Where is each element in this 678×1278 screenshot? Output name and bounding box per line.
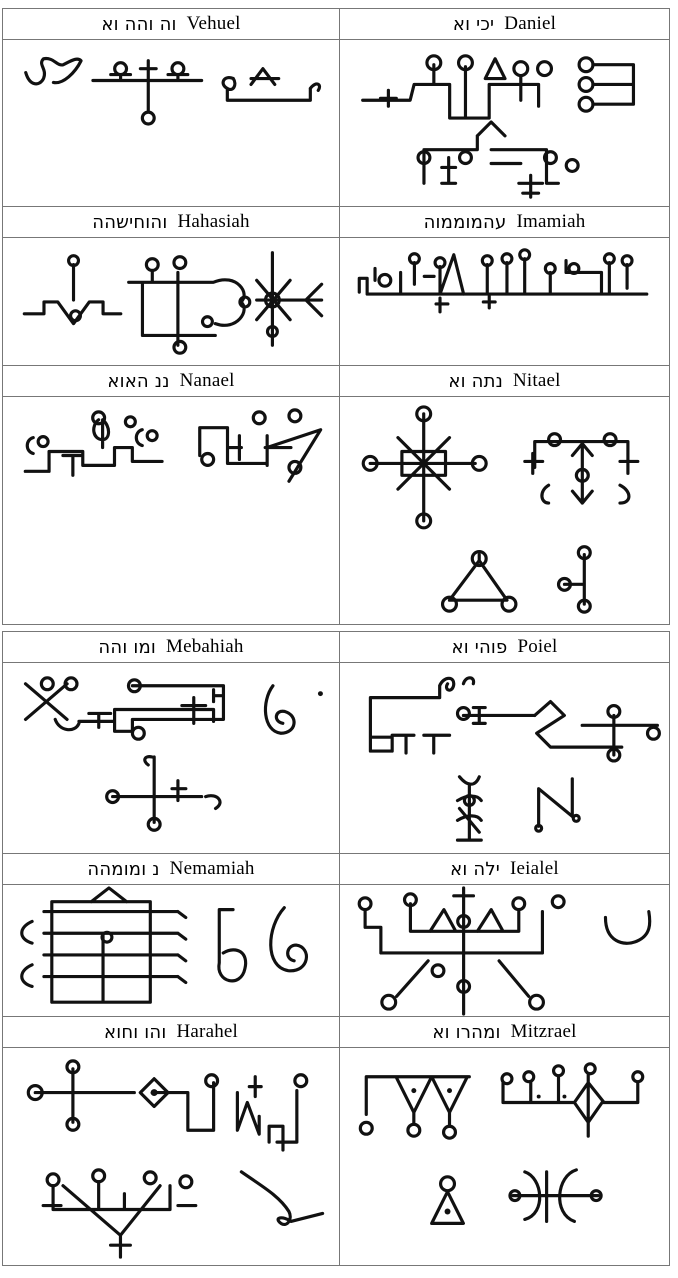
mitzrael-sigil-icon [340,1047,669,1265]
latin-name: Vehuel [186,13,241,34]
cell-vehuel: וה והה וא Vehuel [2,8,340,207]
ieialel-sigil-icon [340,884,669,1016]
latin-name: Nanael [179,370,235,391]
cell-nanael: ננ האוא Nanael [2,365,340,625]
daniel-sigil-icon [340,39,669,206]
cell-header: עהמוממוה Imamiah [340,207,669,238]
cell-header: ומו והה Mebahiah [3,632,339,663]
latin-name: Hahasiah [177,211,250,232]
cell-header: ילה וא Ieialel [340,854,669,885]
imamiah-sigil-icon [340,237,669,365]
hebrew-name: ומו והה [98,636,156,658]
cell-header: פוהי וא Poiel [340,632,669,663]
hebrew-name: יכי וא [452,13,495,35]
latin-name: Imamiah [516,211,586,232]
hebrew-name: והו וחוא [103,1021,167,1043]
cell-mebahiah: ומו והה Mebahiah [2,631,340,854]
nitael-sigil-icon [340,396,669,624]
latin-name: Daniel [504,13,557,34]
latin-name: Nemamiah [169,858,255,879]
hebrew-name: ננ האוא [107,370,170,392]
cell-header: ננ האוא Nanael [3,366,339,397]
cell-harahel: והו וחוא Harahel [2,1016,340,1266]
cell-header: וה והה וא Vehuel [3,9,339,40]
nemamiah-sigil-icon [3,884,339,1016]
hebrew-name: ילה וא [450,858,500,880]
latin-name: Harahel [176,1021,239,1042]
latin-name: Ieialel [510,858,559,879]
cell-header: יכי וא Daniel [340,9,669,40]
hebrew-name: וה והה וא [101,13,177,35]
hebrew-name: פוהי וא [451,636,508,658]
cell-header: נתה וא Nitael [340,366,669,397]
cell-imamiah: עהמוממוה Imamiah [339,206,670,366]
cell-header: והו וחוא Harahel [3,1017,339,1048]
cell-header: והוחישהה Hahasiah [3,207,339,238]
cell-mitzrael: ומהרו וא Mitzrael [339,1016,670,1266]
cell-header: ומהרו וא Mitzrael [340,1017,669,1048]
poiel-sigil-icon [340,662,669,853]
hahasiah-sigil-icon [3,237,339,365]
latin-name: Mitzrael [510,1021,577,1042]
hebrew-name: נ ומומהה [87,858,160,880]
cell-header: נ ומומהה Nemamiah [3,854,339,885]
mebahiah-sigil-icon [3,662,339,853]
hebrew-name: עהמוממוה [423,211,507,233]
hebrew-name: נתה וא [448,370,504,392]
hebrew-name: והוחישהה [92,211,168,233]
latin-name: Nitael [513,370,561,391]
hebrew-name: ומהרו וא [432,1021,501,1043]
cell-hahasiah: והוחישהה Hahasiah [2,206,340,366]
cell-poiel: פוהי וא Poiel [339,631,670,854]
cell-nitael: נתה וא Nitael [339,365,670,625]
harahel-sigil-icon [3,1047,339,1265]
cell-ieialel: ילה וא Ieialel [339,853,670,1017]
cell-nemamiah: נ ומומהה Nemamiah [2,853,340,1017]
latin-name: Mebahiah [166,636,244,657]
latin-name: Poiel [517,636,558,657]
vehuel-sigil-icon [3,39,339,206]
nanael-sigil-icon [3,396,339,624]
cell-daniel: יכי וא Daniel [339,8,670,207]
